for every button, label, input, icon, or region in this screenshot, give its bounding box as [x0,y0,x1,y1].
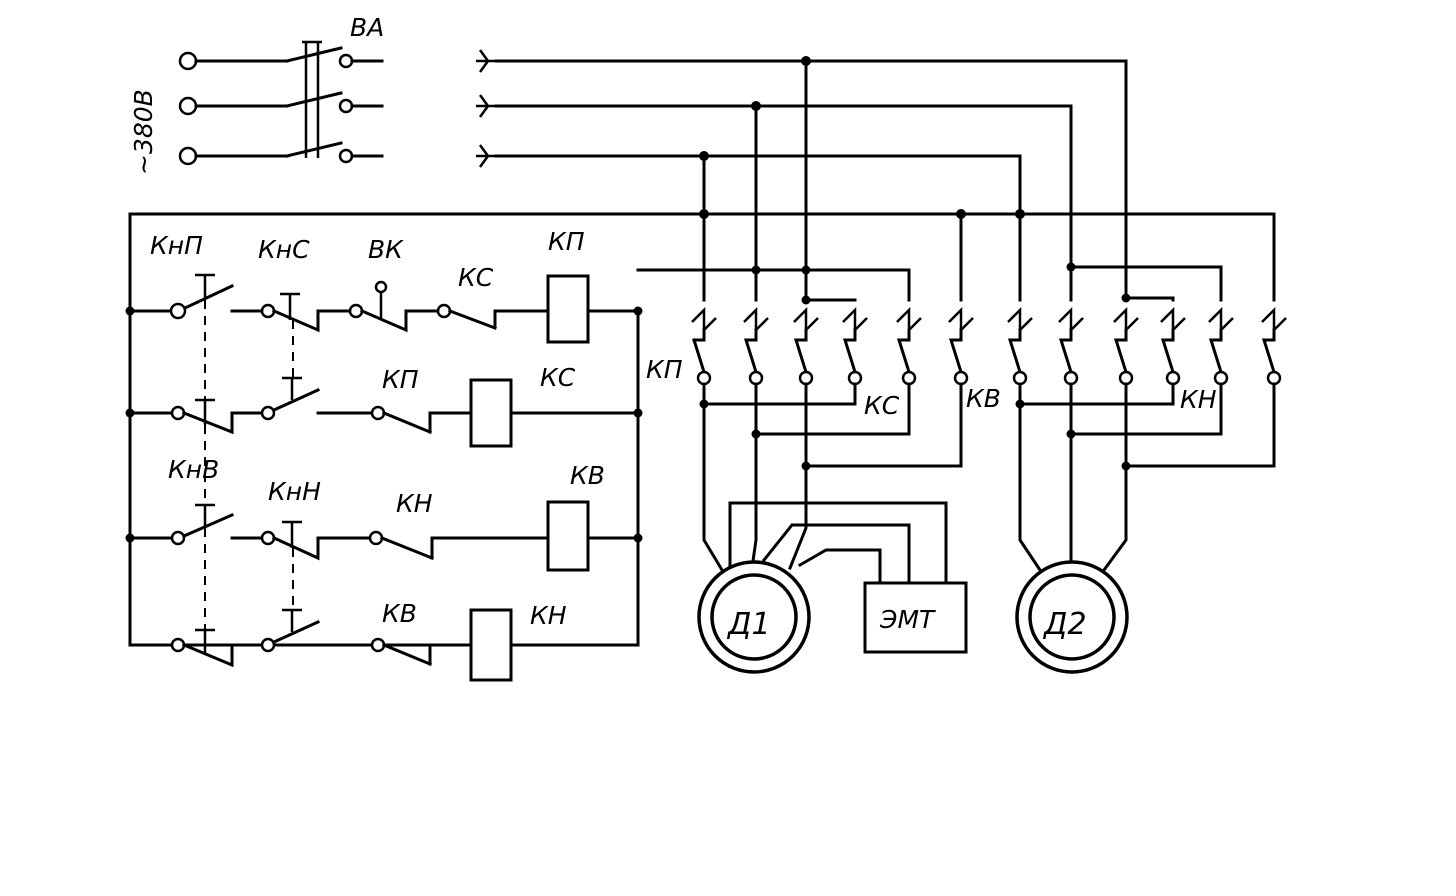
power-junctions [699,56,1131,471]
row1-contact-label: КС [458,263,494,292]
kc-contacts-label: КС [864,391,900,420]
coil-kc [469,378,513,448]
row2-contact-label: КП [382,365,419,394]
coil-kn [469,608,513,682]
start-button-label: КнП [150,231,203,260]
supply-terminal-l3 [178,146,198,166]
line-fuses [476,49,496,168]
control-row-1: КнП КнС ВК КС КП [128,227,640,344]
row3-coil-label: КВ [570,461,605,490]
power-buses [128,59,1276,302]
row1-coil-label: КП [548,227,585,256]
control-junctions [125,306,643,543]
motor-d2-label: Д2 [1042,607,1087,642]
output-wiring [702,382,1276,585]
breaker-label: ВА [350,13,384,42]
row4-coil-label: КН [530,601,567,630]
control-row-3: КнВ КнН КН КВ [128,455,640,572]
supply-terminal-l2 [178,96,198,116]
brake-label: ЭМТ [879,605,936,634]
supply-input: ~380В [129,51,289,175]
brake-emt: ЭМТ [863,581,968,654]
control-circuit: КнП КнС ВК КС КП [125,212,643,682]
coil-kp [546,274,590,344]
row2-coil-label: КС [540,363,576,392]
limit-switch-label: ВК [368,235,404,264]
motor-d1: Д1 [697,560,811,674]
control-row-4: КВ КН [128,599,640,682]
row3-contact-label: КН [396,489,433,518]
circuit-breaker-va: ВА [285,13,384,164]
motor-d1-label: Д1 [726,607,771,642]
supply-voltage-label: ~380В [129,89,158,175]
down-button-label: КнН [268,477,321,506]
power-contacts: КП КС КВ КН [646,306,1287,420]
kv-contacts-label: КВ [966,384,1001,413]
supply-terminal-l1 [178,51,198,71]
stop-button-label: КнС [258,235,310,264]
control-row-2: КП КС [128,363,640,448]
motor-d2: Д2 [1015,560,1129,674]
coil-kv [546,500,590,572]
kp-contacts-label: КП [646,355,683,384]
row4-contact-label: КВ [382,599,417,628]
up-button-label: КнВ [168,455,219,484]
kn-contacts-label: КН [1180,385,1217,414]
